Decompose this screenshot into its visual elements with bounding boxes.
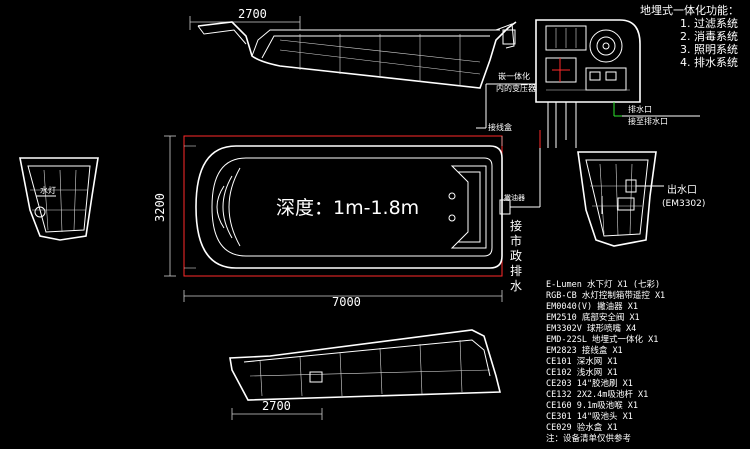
plan-view: 3200 7000 撇油器 深度：1m-1.8m 接 市 政 排 [153, 135, 541, 309]
equipment-item: EM3302V 球形喷嘴 X4 [546, 323, 636, 334]
integrated-filter-unit [535, 19, 641, 103]
transformer-label-2: 内的变压器 [496, 83, 536, 93]
junction-box-label: 接线盒 [488, 122, 512, 132]
outlet-code: (EM3302) [662, 199, 705, 209]
vertical-note-1: 接 [510, 218, 522, 233]
transformer-label-1: 嵌一体化 [498, 71, 530, 81]
function-title: 地埋式一体化功能： [640, 3, 739, 17]
equipment-item: E-Lumen 水下灯 X1 (七彩) [546, 279, 660, 290]
drain-port-label: 排水口 [628, 104, 652, 114]
equipment-item: EM2510 底部安全阀 X1 [546, 312, 640, 323]
equipment-item: CE029 验水盒 X1 [546, 422, 618, 433]
equipment-item: EM0040(V) 撇油器 X1 [546, 301, 638, 312]
equipment-item: CE132 2X2.4m吸池杆 X1 [546, 389, 648, 400]
top-dim-label: 2700 [238, 7, 267, 21]
equipment-item: CE203 14"胶池刷 X1 [546, 378, 633, 389]
top-elevation-view: 2700 [189, 7, 517, 89]
function-item-2: 2. 消毒系统 [680, 29, 738, 43]
right-end-view: 出水口 (EM3302) [577, 151, 705, 247]
equipment-item: CE102 浅水网 X1 [546, 367, 618, 378]
equipment-note: 注：设备清单仅供参考 [546, 433, 631, 444]
equipment-item: CE101 深水网 X1 [546, 356, 618, 367]
function-list: 地埋式一体化功能： 1. 过滤系统 2. 消毒系统 3. 照明系统 4. 排水系… [640, 3, 739, 69]
vertical-note-4: 排 [510, 264, 522, 278]
vertical-note-2: 市 [510, 233, 522, 248]
plan-width-label: 3200 [153, 193, 167, 222]
equipment-item: CE301 14"吸池头 X1 [546, 411, 633, 422]
left-end-view: 水灯 [19, 157, 99, 241]
vertical-note-5: 水 [510, 279, 522, 293]
skimmer-label: 撇油器 [504, 193, 525, 202]
light-label-left: 水灯 [40, 185, 56, 195]
equipment-item: EMD-22SL 地埋式一体化 X1 [546, 334, 658, 345]
function-item-3: 3. 照明系统 [680, 43, 738, 56]
outlet-title: 出水口 [667, 183, 697, 196]
depth-label: 深度：1m-1.8m [276, 197, 419, 219]
function-item-1: 1. 过滤系统 [680, 17, 738, 30]
function-item-4: 4. 排水系统 [680, 55, 738, 69]
equipment-list: E-Lumen 水下灯 X1 (七彩) RGB-CB 水灯控制箱带遥控 X1 E… [546, 279, 665, 444]
pipe-connections: 排水口 接至排水口 嵌一体化 内的变压器 接线盒 [476, 71, 700, 148]
drain-sub-label: 接至排水口 [628, 116, 668, 126]
bottom-dim-label: 2700 [262, 399, 291, 413]
equipment-item: RGB-CB 水灯控制箱带遥控 X1 [546, 290, 665, 301]
bottom-elevation-view: 2700 [229, 329, 502, 420]
equipment-item: CE160 9.1m吸池喉 X1 [546, 400, 638, 411]
equipment-item: EM2823 接线盒 X1 [546, 345, 623, 356]
vertical-note-3: 政 [510, 249, 522, 263]
plan-length-label: 7000 [332, 295, 361, 309]
